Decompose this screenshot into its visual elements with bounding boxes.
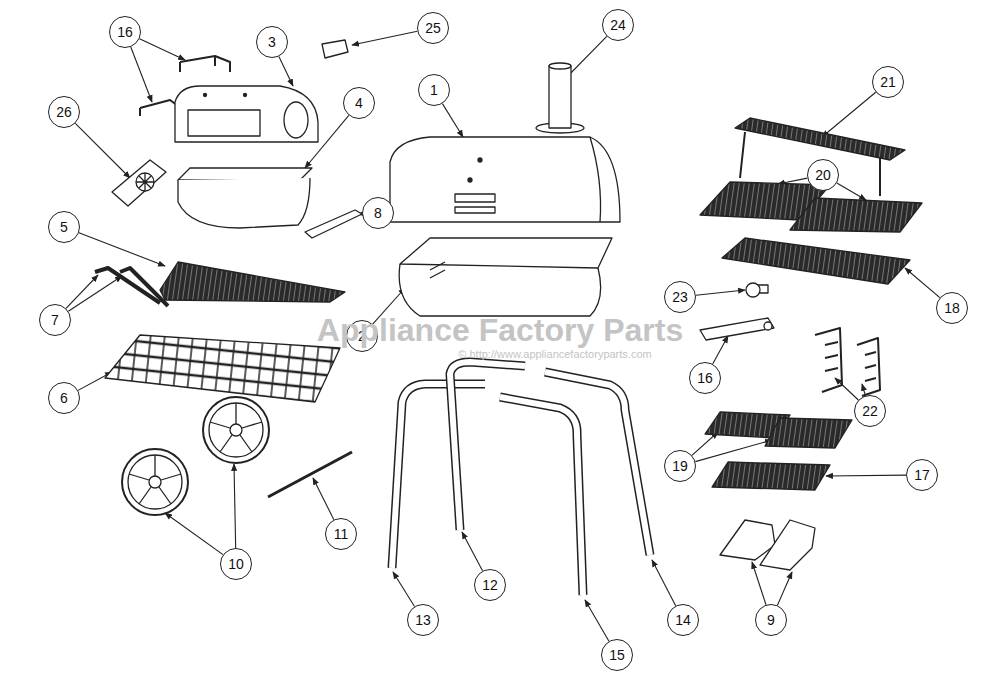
callout-text: 21	[880, 74, 896, 90]
callout-text: 16	[117, 24, 133, 40]
callout-text: 25	[425, 20, 441, 36]
leader-line	[313, 478, 334, 520]
callout-number: 15	[601, 639, 633, 671]
callout-number: 12	[474, 569, 506, 601]
callout-number: 26	[48, 96, 80, 128]
leader-line	[462, 532, 483, 571]
callout-number: 11	[325, 518, 357, 550]
leader-line	[652, 560, 676, 606]
leader-line	[75, 123, 130, 178]
callout-number: 16	[109, 16, 141, 48]
leader-line	[165, 513, 223, 555]
leader-line	[692, 432, 718, 455]
callout-text: 7	[51, 312, 59, 328]
leader-line	[442, 104, 463, 137]
callout-number: 6	[48, 382, 80, 414]
leader-line	[352, 31, 417, 45]
leader-line	[234, 464, 236, 548]
watermark: © http://www.appliancefactoryparts.com	[458, 348, 651, 360]
callout-text: 8	[374, 205, 382, 221]
callout-text: 24	[610, 17, 626, 33]
callout-number: 18	[936, 292, 968, 324]
callout-text: 16	[697, 370, 713, 386]
callout-text: 22	[862, 403, 878, 419]
callout-text: 13	[415, 612, 431, 628]
callout-number: 23	[664, 281, 696, 313]
leader-line	[66, 275, 98, 308]
leader-line	[752, 562, 766, 605]
callout-text: 1	[430, 82, 438, 98]
leader-line	[79, 233, 165, 266]
leader-line	[862, 384, 865, 396]
callout-number: 5	[48, 211, 80, 243]
callout-text: 11	[334, 526, 349, 542]
callout-number: 14	[667, 604, 699, 636]
callout-text: 14	[675, 612, 691, 628]
callout-number: 16	[689, 362, 721, 394]
callout-number: 17	[906, 459, 938, 491]
callout-text: 3	[268, 34, 276, 50]
callout-text: 10	[228, 556, 244, 572]
callout-number: 21	[872, 66, 904, 98]
callout-number: 1	[418, 74, 450, 106]
callout-number: 3	[256, 26, 288, 58]
callout-number: 19	[664, 450, 696, 482]
leader-line	[905, 268, 940, 298]
leader-line	[393, 572, 415, 606]
leader-line	[139, 39, 185, 60]
callout-number: 8	[362, 197, 394, 229]
callout-number: 25	[417, 12, 449, 44]
callout-number: 9	[755, 604, 787, 636]
leader-line	[68, 276, 122, 311]
leader-line	[777, 572, 792, 605]
leader-line	[585, 600, 609, 641]
leader-line	[826, 475, 906, 477]
leader-line	[822, 92, 876, 137]
callout-number: 7	[39, 304, 71, 336]
callout-number: 4	[343, 87, 375, 119]
callout-text: 26	[56, 104, 72, 120]
leader-line	[279, 56, 293, 86]
leader-line	[837, 183, 866, 200]
leader-lines	[66, 31, 940, 641]
watermark: Appliance Factory Parts	[317, 312, 683, 349]
callout-number: 13	[407, 604, 439, 636]
callout-text: 12	[482, 577, 498, 593]
callout-text: 15	[609, 647, 625, 663]
callout-text: 18	[944, 300, 960, 316]
callout-number: 20	[807, 159, 839, 191]
leader-line	[696, 290, 745, 295]
callout-text: 4	[355, 95, 363, 111]
callout-text: 6	[60, 390, 68, 406]
leader-line	[713, 336, 728, 364]
callout-text: 20	[815, 167, 831, 183]
callout-text: 17	[914, 467, 930, 483]
callout-text: 5	[60, 219, 68, 235]
leader-line	[131, 47, 152, 102]
leader-line	[695, 440, 772, 462]
callout-text: 19	[672, 458, 688, 474]
callout-text: 23	[672, 289, 688, 305]
leader-line	[835, 378, 858, 400]
callout-number: 22	[854, 395, 886, 427]
callout-number: 10	[220, 548, 252, 580]
callout-text: 9	[767, 612, 775, 628]
callout-number: 24	[602, 9, 634, 41]
